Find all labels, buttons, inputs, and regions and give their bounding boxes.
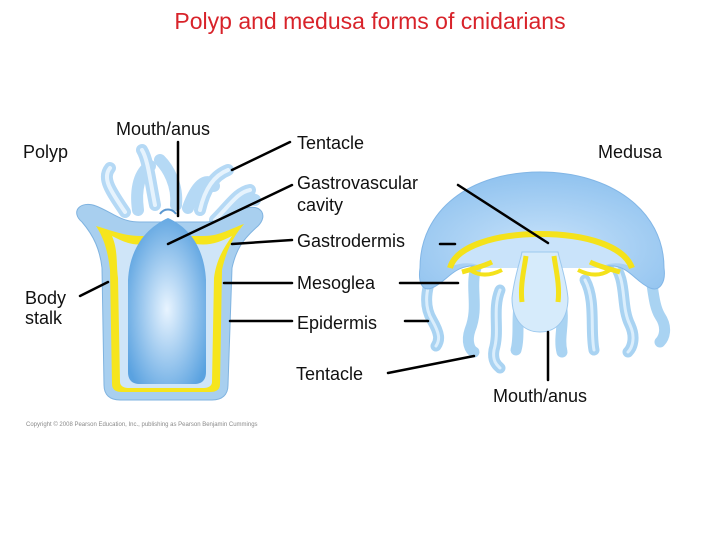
polyp-illustration — [77, 150, 263, 400]
label-mouth-anus-polyp: Mouth/anus — [116, 119, 210, 140]
label-epidermis: Epidermis — [297, 313, 377, 334]
label-tentacle-bottom: Tentacle — [296, 364, 363, 385]
label-gastrodermis: Gastrodermis — [297, 231, 405, 252]
leader-tentacle-top — [232, 142, 290, 170]
label-tentacle-top: Tentacle — [297, 133, 364, 154]
polyp-tentacles — [107, 150, 255, 220]
medusa-illustration — [420, 172, 665, 368]
leader-tentacle-bottom — [388, 356, 474, 373]
label-gastrovascular-cavity-line2: cavity — [297, 195, 343, 216]
label-mesoglea: Mesoglea — [297, 273, 375, 294]
copyright-notice: Copyright © 2008 Pearson Education, Inc.… — [26, 422, 258, 428]
label-body-stalk-line2: stalk — [25, 308, 62, 329]
label-polyp: Polyp — [23, 142, 68, 163]
label-mouth-anus-medusa: Mouth/anus — [493, 386, 587, 407]
label-gastrovascular-cavity-line1: Gastrovascular — [297, 173, 418, 194]
label-body-stalk-line1: Body — [25, 288, 66, 309]
label-medusa: Medusa — [598, 142, 662, 163]
polyp-gastrovascular-cavity — [128, 218, 206, 384]
